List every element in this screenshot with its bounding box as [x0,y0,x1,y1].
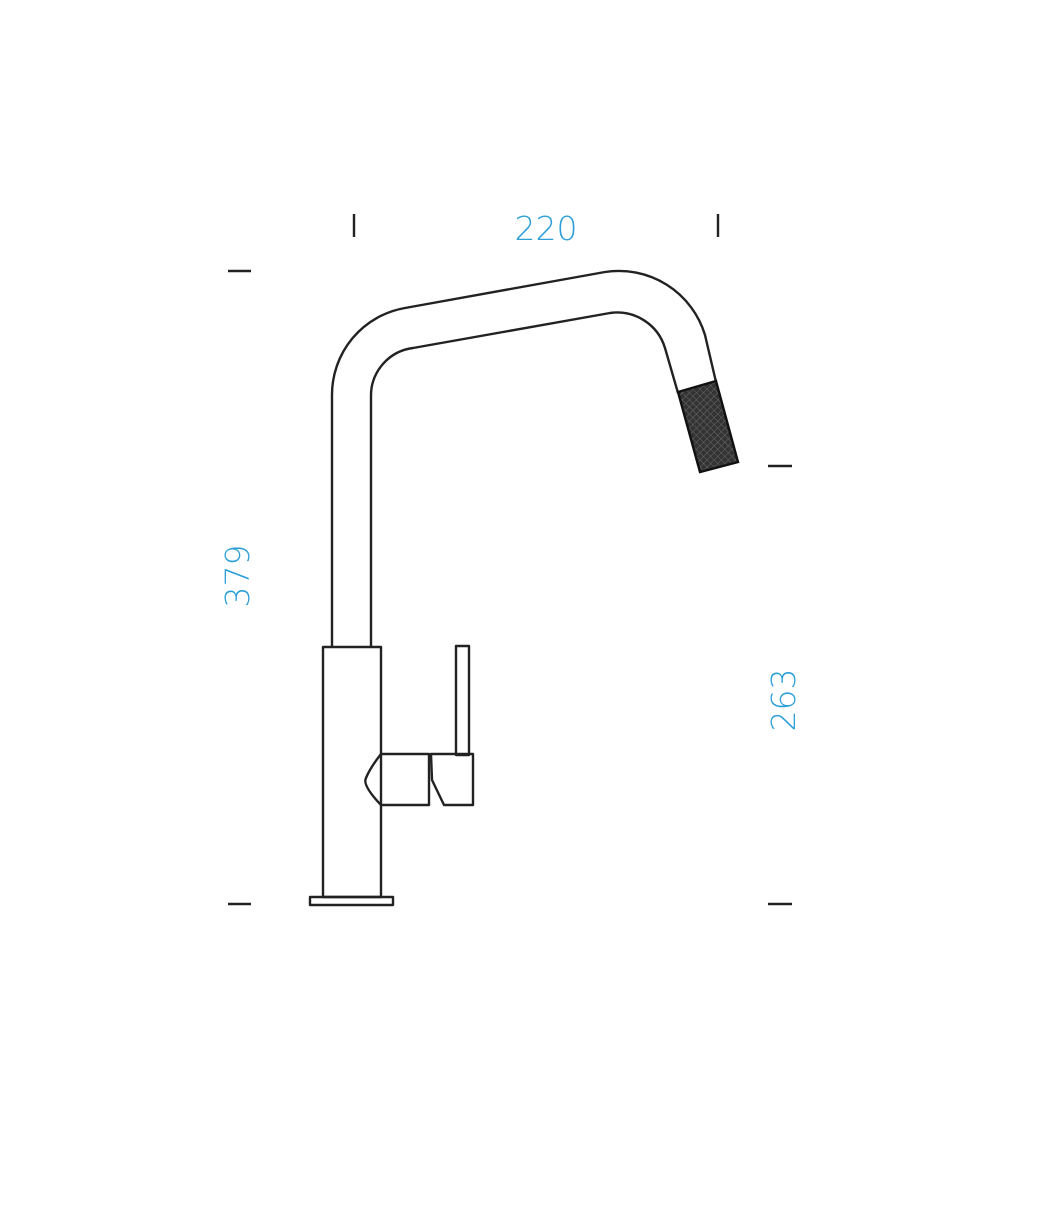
faucet-spout [330,269,718,647]
spout-height-dimension-label: 263 [764,669,803,732]
dimension-ticks [228,214,792,906]
faucet-body [308,645,395,907]
spray-nozzle [676,379,740,474]
faucet-handle [364,644,475,807]
total-height-dimension-label: 379 [218,545,257,608]
width-dimension-label: 220 [515,209,578,248]
